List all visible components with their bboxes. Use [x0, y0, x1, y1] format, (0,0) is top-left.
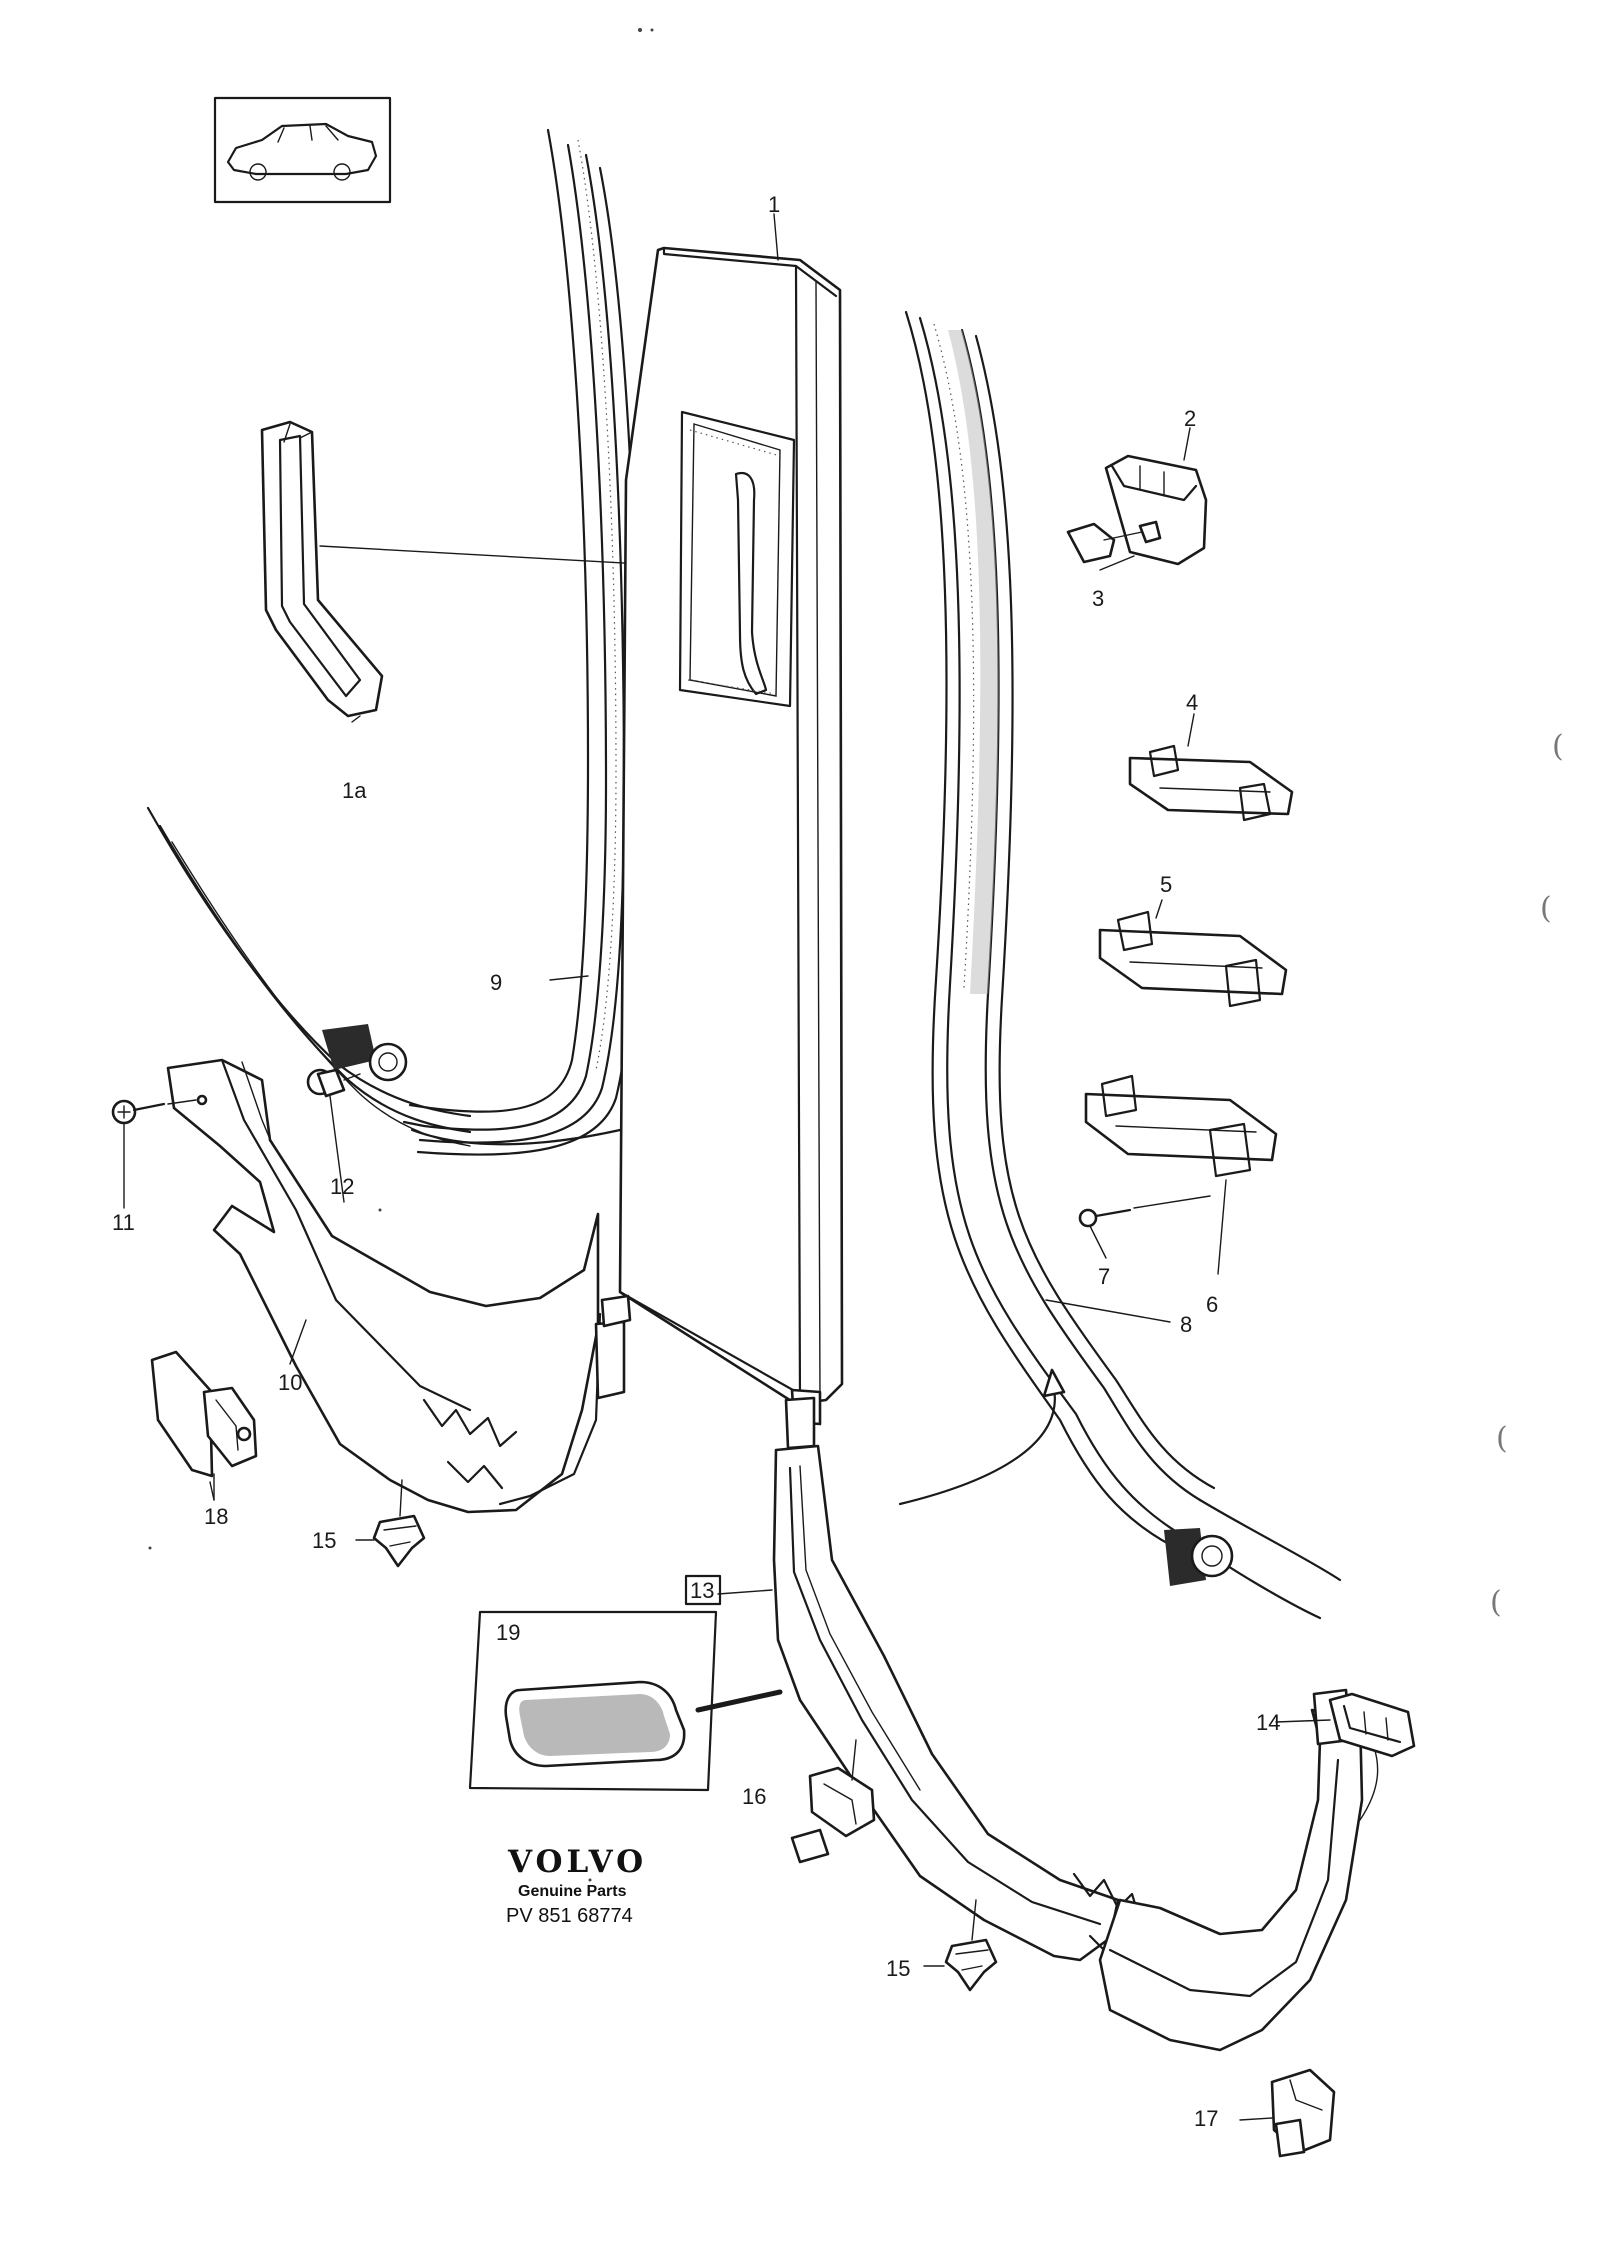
callout-3: 3 — [1092, 586, 1104, 611]
part-7-screw — [1078, 1195, 1211, 1228]
callout-15a: 15 — [312, 1528, 336, 1553]
callout-10: 10 — [278, 1370, 302, 1395]
part-10-front-sill-trim — [166, 1058, 632, 1514]
callout-9: 9 — [490, 970, 502, 995]
callout-11: 11 — [112, 1210, 135, 1235]
part-1-pillar-trim-panel — [618, 246, 844, 1426]
callout-5: 5 — [1160, 872, 1172, 897]
callout-17: 17 — [1194, 2106, 1218, 2131]
genuine-parts-label: Genuine Parts — [518, 1883, 627, 1900]
callout-13: 13 — [690, 1578, 714, 1603]
part-4-clip-bar — [1128, 744, 1294, 822]
margin-mark-1: ( — [1552, 729, 1564, 764]
callout-leaders — [123, 213, 1331, 1723]
part-11-screw — [111, 1094, 208, 1125]
part-3-clip — [1066, 520, 1162, 564]
part-17-end-cap — [1239, 2068, 1336, 2158]
callout-7: 7 — [1098, 1264, 1110, 1289]
part-number-label: PV 851 68774 — [506, 1905, 633, 1927]
callout-14: 14 — [1256, 1710, 1280, 1735]
callout-19: 19 — [496, 1620, 520, 1645]
callout-12: 12 — [330, 1174, 354, 1199]
part-2-clip — [1104, 454, 1208, 566]
part-6-clip-bar — [1084, 1074, 1278, 1178]
volvo-logo: VOLVO — [507, 1844, 647, 1880]
part-18-clip — [150, 1350, 258, 1501]
callout-4: 4 — [1186, 690, 1198, 715]
part-15-push-clip-upper — [355, 1479, 426, 1568]
part-9-door-seal — [146, 128, 640, 1156]
margin-mark-3: ( — [1496, 1421, 1508, 1456]
part-16-clip — [790, 1739, 876, 1864]
part-5-clip-bar — [1098, 910, 1288, 1008]
callout-16: 16 — [742, 1784, 766, 1809]
callout-2: 2 — [1184, 406, 1196, 431]
margin-mark-4: ( — [1490, 1585, 1502, 1620]
part-12-clip-nut — [306, 1068, 361, 1098]
part-8-door-seal — [898, 310, 1342, 1620]
scan-specks — [148, 28, 654, 1882]
vehicle-thumbnail — [213, 96, 392, 204]
part-13-rear-sill-trim — [772, 1396, 1142, 1962]
brand-block: VOLVO Genuine Parts PV 851 68774 — [506, 1844, 647, 1927]
part-13-rear-sill-continuation — [1098, 1688, 1379, 2052]
callout-15b: 15 — [886, 1956, 910, 1981]
callout-labels: 1 1a 2 3 4 5 6 7 8 9 10 11 12 15 18 14 1… — [112, 192, 1280, 2131]
callout-1a: 1a — [342, 778, 367, 803]
callout-8: 8 — [1180, 1312, 1192, 1337]
part-1a-trim-insert — [260, 420, 749, 718]
part-14-clip — [1328, 1692, 1416, 1758]
margin-mark-2: ( — [1540, 891, 1552, 926]
callout-18: 18 — [204, 1504, 228, 1529]
part-15-push-clip-lower — [923, 1899, 998, 1992]
callout-13-box — [684, 1574, 722, 1606]
part-19-pad — [468, 1610, 783, 1792]
callout-1: 1 — [768, 192, 780, 217]
callout-6: 6 — [1206, 1292, 1218, 1317]
margin-marks: ( ( ( ( — [1490, 729, 1564, 1620]
